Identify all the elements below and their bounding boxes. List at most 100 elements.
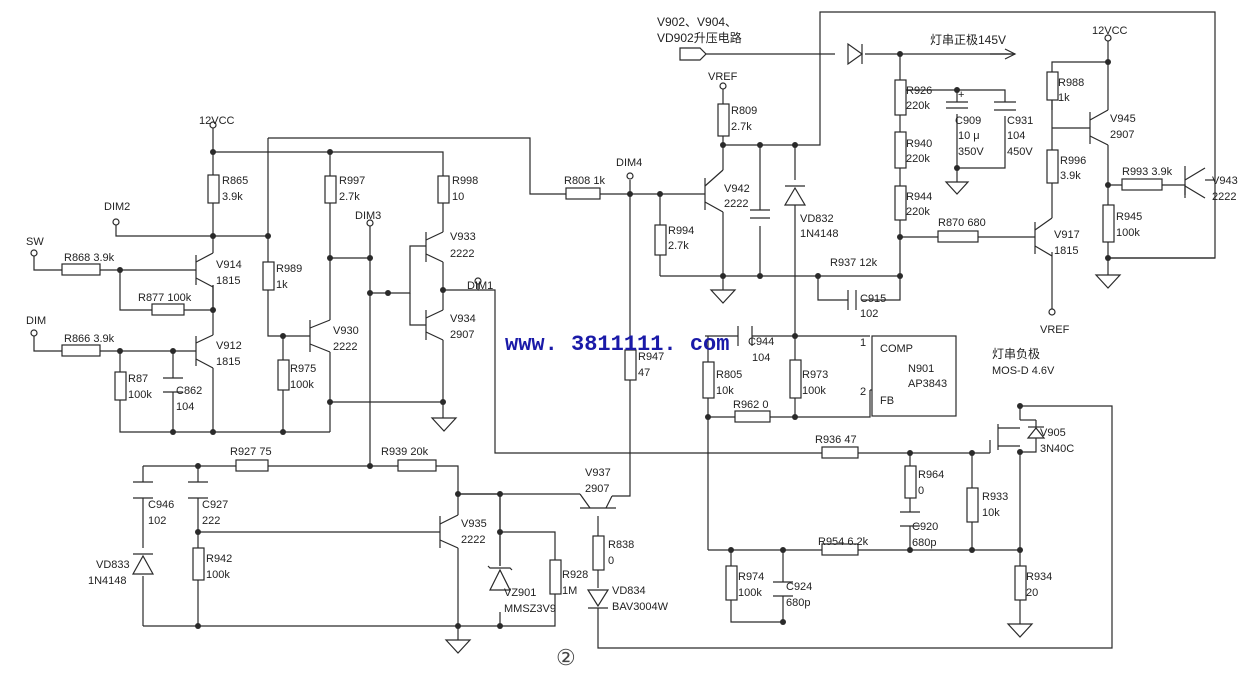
label-r973: R973: [802, 369, 828, 381]
label-c915: C915: [860, 293, 886, 305]
label-dim2: DIM2: [104, 201, 130, 213]
label-v945-val: 2907: [1110, 129, 1134, 141]
label-c862: C862: [176, 385, 202, 397]
label-r974-val: 100k: [738, 587, 762, 599]
label-v945: V945: [1110, 113, 1136, 125]
label-v934-val: 2907: [450, 329, 474, 341]
label-pin2: 2: [860, 386, 866, 398]
label-r868: R868 3.9k: [64, 252, 115, 264]
label-c944-val: 104: [752, 352, 770, 364]
label-r928-val: 1M: [562, 585, 577, 597]
label-r934-val: 20: [1026, 587, 1038, 599]
label-r933-val: 10k: [982, 507, 1000, 519]
label-r865: R865: [222, 175, 248, 187]
label-comp: COMP: [880, 343, 913, 355]
label-v905-val: 3N40C: [1040, 443, 1074, 455]
label-r944-val: 220k: [906, 206, 930, 218]
label-v930: V930: [333, 325, 359, 337]
label-v942-val: 2222: [724, 198, 748, 210]
label-dim1: DIM1: [467, 280, 493, 292]
label-r954: R954 6.2k: [818, 536, 869, 548]
label-r964-val: 0: [918, 485, 924, 497]
label-r962: R962 0: [733, 399, 768, 411]
label-v914-val: 1815: [216, 275, 240, 287]
label-v935: V935: [461, 518, 487, 530]
label-neg1: 灯串负极: [992, 347, 1040, 361]
label-r996-val: 3.9k: [1060, 170, 1081, 182]
label-v917-val: 1815: [1054, 245, 1078, 257]
label-n901-val: AP3843: [908, 378, 947, 390]
label-r865-val: 3.9k: [222, 191, 243, 203]
label-c931: C931: [1007, 115, 1033, 127]
label-c915-val: 102: [860, 308, 878, 320]
ic-n901-box: [871, 335, 957, 417]
label-vd834-val: BAV3004W: [612, 601, 669, 613]
label-c924-val: 680p: [786, 597, 810, 609]
label-r994: R994: [668, 225, 694, 237]
figure-number: ②: [556, 646, 576, 671]
label-c909: C909: [955, 115, 981, 127]
junction-dots: [117, 51, 1111, 629]
label-c927-val: 222: [202, 515, 220, 527]
label-c920: C920: [912, 521, 938, 533]
label-r928: R928: [562, 569, 588, 581]
label-r805: R805: [716, 369, 742, 381]
label-pin1: 1: [860, 337, 866, 349]
label-v937-val: 2907: [585, 483, 609, 495]
label-r809-val: 2.7k: [731, 121, 752, 133]
label-r975-val: 100k: [290, 379, 314, 391]
label-r87-val: 100k: [128, 389, 152, 401]
label-vz901: VZ901: [504, 587, 536, 599]
label-vd902: VD902升压电路: [657, 30, 742, 45]
label-r838: R838: [608, 539, 634, 551]
label-r940: R940: [906, 138, 932, 150]
label-r997: R997: [339, 175, 365, 187]
label-r998-val: 10: [452, 191, 464, 203]
label-c924: C924: [786, 581, 812, 593]
label-c931-val: 104: [1007, 130, 1025, 142]
label-r809: R809: [731, 105, 757, 117]
label-r838-val: 0: [608, 555, 614, 567]
label-r988-val: 1k: [1058, 92, 1070, 104]
label-v912-val: 1815: [216, 356, 240, 368]
label-v905: V905: [1040, 427, 1066, 439]
label-r808: R808 1k: [564, 175, 605, 187]
label-dim: DIM: [26, 315, 46, 327]
label-v943-val: 2222: [1212, 191, 1236, 203]
label-r964: R964: [918, 469, 944, 481]
label-v930-val: 2222: [333, 341, 357, 353]
label-v937: V937: [585, 467, 611, 479]
component-labels: V902、V904、 VD902升压电路 灯串正极145V 12VCC VREF…: [26, 15, 1238, 671]
label-v942: V942: [724, 183, 750, 195]
label-v912: V912: [216, 340, 242, 352]
label-c920-val: 680p: [912, 537, 936, 549]
label-vd832-val: 1N4148: [800, 228, 839, 240]
label-v933-val: 2222: [450, 248, 474, 260]
label-r997-val: 2.7k: [339, 191, 360, 203]
label-r947-val: 47: [638, 367, 650, 379]
capacitors: [133, 101, 1016, 597]
label-vd832: VD832: [800, 213, 834, 225]
label-v902: V902、V904、: [657, 15, 737, 29]
transistors: [195, 109, 1206, 549]
label-r989-val: 1k: [276, 279, 288, 291]
label-r974: R974: [738, 571, 764, 583]
label-r870: R870 680: [938, 217, 986, 229]
label-fb: FB: [880, 395, 894, 407]
label-vd833: VD833: [96, 559, 130, 571]
label-r936: R936 47: [815, 434, 857, 446]
label-r87: R87: [128, 373, 148, 385]
label-vref2: VREF: [1040, 324, 1070, 336]
label-vcc-tr: 12VCC: [1092, 25, 1128, 37]
label-r989: R989: [276, 263, 302, 275]
label-r945: R945: [1116, 211, 1142, 223]
label-r945-val: 100k: [1116, 227, 1140, 239]
label-c862-val: 104: [176, 401, 194, 413]
ground-symbols: [430, 181, 1122, 654]
label-pos145: 灯串正极145V: [930, 33, 1006, 47]
label-r939: R939 20k: [381, 446, 429, 458]
label-c909-volt: 350V: [958, 146, 984, 158]
label-r998: R998: [452, 175, 478, 187]
label-r937: R937 12k: [830, 257, 878, 269]
